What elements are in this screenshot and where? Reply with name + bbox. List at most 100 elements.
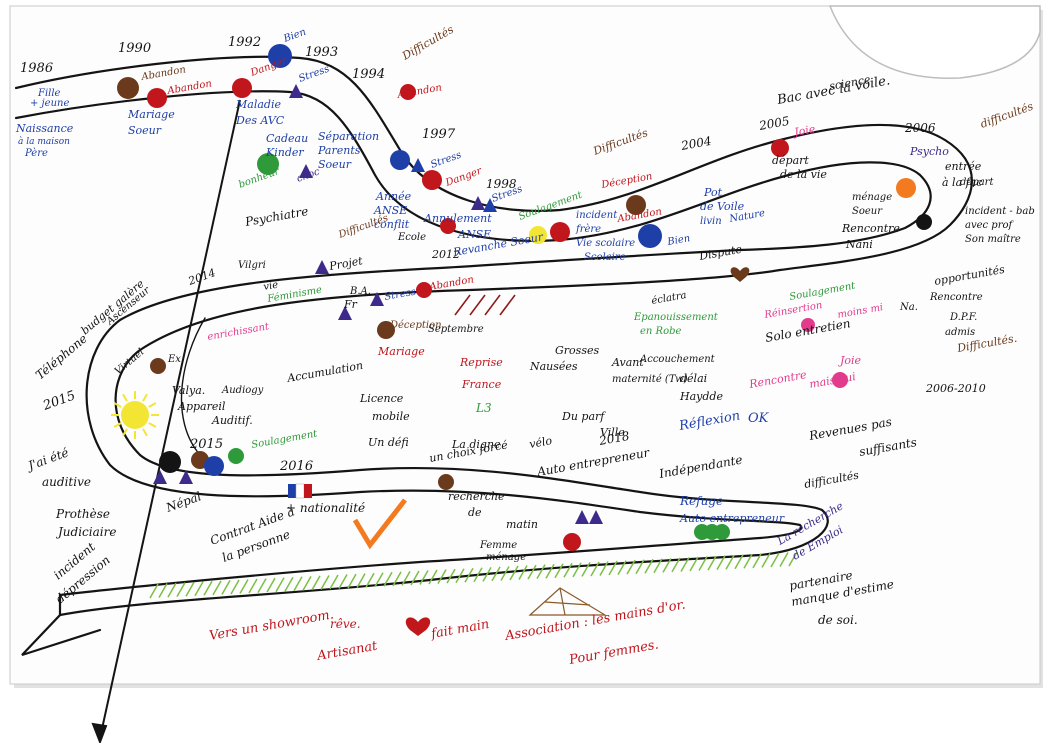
green-hatch-line bbox=[743, 553, 753, 569]
annotation-sonmaitre: Son maître bbox=[965, 234, 1021, 245]
green-hatch-line bbox=[473, 567, 483, 583]
feeling-triangle bbox=[338, 306, 352, 320]
annotation-y1998: 1998 bbox=[486, 177, 517, 191]
green-hatch-line bbox=[545, 563, 555, 579]
green-hatch-line bbox=[599, 561, 609, 576]
green-hatch-line bbox=[608, 560, 618, 576]
feeling-dot bbox=[416, 282, 432, 298]
annotation-y1997: 1997 bbox=[422, 127, 456, 142]
annotation-ecole: Ecole bbox=[397, 232, 426, 243]
green-hatch-line bbox=[437, 569, 447, 584]
feeling-dot bbox=[422, 170, 442, 190]
annotation-y1990: 1990 bbox=[118, 41, 151, 56]
sun-drawing bbox=[111, 391, 159, 439]
annotation-delai: délai bbox=[680, 372, 707, 385]
pointer-arrow-head bbox=[91, 722, 108, 743]
annotation-frere: frère bbox=[575, 224, 601, 235]
annotation-naissance: Naissance bbox=[15, 122, 74, 135]
feeling-dot bbox=[801, 318, 815, 332]
annotation-y1986: 1986 bbox=[20, 61, 53, 76]
pointer-arrow-shaft bbox=[99, 99, 241, 739]
check-icon bbox=[352, 498, 407, 550]
annotation-desavc: Des AVC bbox=[235, 114, 285, 127]
green-hatch-line bbox=[248, 578, 258, 594]
annotation-scolaire: Scolaire bbox=[584, 252, 626, 263]
green-hatch-line bbox=[266, 577, 276, 593]
flag-red bbox=[304, 484, 312, 498]
annotation-prothese: Prothèse bbox=[55, 507, 110, 521]
annotation-delavie: de la vie bbox=[780, 168, 827, 181]
annotation-menage: ménage bbox=[852, 192, 892, 203]
feeling-dot bbox=[268, 44, 292, 68]
annotation-menage2: ménage bbox=[486, 552, 526, 563]
emotion-markers bbox=[117, 44, 932, 551]
feeling-dot bbox=[771, 139, 789, 157]
green-hatch-line bbox=[293, 576, 303, 592]
green-hatch-line bbox=[707, 555, 717, 571]
red-hatch-line bbox=[454, 294, 471, 316]
annotation-nausee: Nausées bbox=[529, 360, 578, 373]
small-heart-icon bbox=[730, 267, 750, 282]
green-hatch-line bbox=[338, 574, 348, 589]
annotation-joie1: Joie bbox=[791, 122, 816, 139]
annotation-rencontre2: Rencontre bbox=[929, 292, 983, 303]
green-hatch-line bbox=[455, 568, 465, 584]
green-hatch-line bbox=[644, 558, 654, 574]
feeling-dot bbox=[150, 358, 166, 374]
annotation-fille: Fille bbox=[37, 88, 61, 99]
green-hatch-line bbox=[428, 569, 438, 585]
annotation-reprise: Reprise bbox=[459, 356, 503, 369]
annotation-l3: L3 bbox=[475, 401, 492, 415]
green-hatch-line bbox=[680, 557, 690, 572]
annotation-reve: rêve. bbox=[330, 617, 361, 631]
annotation-vie: vie bbox=[263, 280, 280, 293]
feeling-dot bbox=[257, 153, 279, 175]
annotation-soeur2: Soeur bbox=[318, 158, 352, 171]
annotation-grosses: Grosses bbox=[555, 344, 599, 357]
green-hatching bbox=[149, 551, 798, 599]
annotation-enrobe: en Robe bbox=[640, 326, 681, 337]
annotation-mobile: mobile bbox=[372, 410, 410, 423]
green-hatch-line bbox=[374, 572, 384, 588]
green-hatch-line bbox=[779, 552, 789, 567]
green-hatch-line bbox=[536, 564, 546, 580]
green-hatch-line bbox=[761, 553, 771, 568]
annotation-soeur: Soeur bbox=[128, 124, 162, 137]
red-hatching bbox=[454, 294, 516, 316]
road-outer-edge bbox=[14, 55, 973, 617]
annotation-maternite: maternité (Tw) bbox=[612, 374, 688, 385]
green-hatch-line bbox=[626, 559, 636, 575]
annotation-na: Na. bbox=[899, 302, 918, 313]
annotation-ladigne: La digne bbox=[451, 438, 501, 451]
annotation-autoentrepreneur2: Auto entrepreneur bbox=[679, 512, 785, 525]
green-hatch-line bbox=[302, 575, 312, 591]
green-hatch-line bbox=[329, 574, 339, 590]
green-hatch-line bbox=[770, 552, 780, 568]
annotation-annulement: Annulement bbox=[423, 212, 492, 225]
annotation-de: de bbox=[468, 506, 482, 519]
annotation-accouchement: Accouchement bbox=[639, 354, 716, 365]
feeling-dot bbox=[377, 321, 395, 339]
annotation-joie2: Joie bbox=[838, 354, 862, 367]
annotation-france: France bbox=[461, 378, 502, 391]
france-flag-icon bbox=[288, 483, 312, 499]
annotation-dpf: D.P.F. bbox=[949, 312, 977, 323]
feeling-dot bbox=[228, 448, 244, 464]
heart-icon bbox=[405, 617, 431, 636]
annotation-y2006: 2006 bbox=[904, 121, 936, 135]
feeling-triangle bbox=[471, 196, 485, 210]
green-hatch-line bbox=[572, 562, 582, 578]
annotation-auditive: auditive bbox=[42, 475, 91, 489]
annotation-ville: Ville bbox=[600, 426, 625, 439]
annotation-septembre: Septembre bbox=[428, 324, 484, 335]
annotation-avec: avec prof bbox=[965, 220, 1015, 231]
annotation-ba: B.A. bbox=[349, 286, 371, 297]
annotation-cadeau: Cadeau bbox=[266, 132, 308, 145]
annotation-stress4: Stress bbox=[384, 287, 417, 303]
annotation-y1994: 1994 bbox=[352, 67, 385, 82]
annotation-maladie: Maladie bbox=[235, 98, 281, 111]
annotation-range: 2006-2010 bbox=[925, 382, 986, 395]
green-hatch-line bbox=[239, 579, 249, 594]
annotation-nationalite: + nationalité bbox=[286, 501, 365, 515]
annotation-depart: départ bbox=[772, 154, 809, 167]
